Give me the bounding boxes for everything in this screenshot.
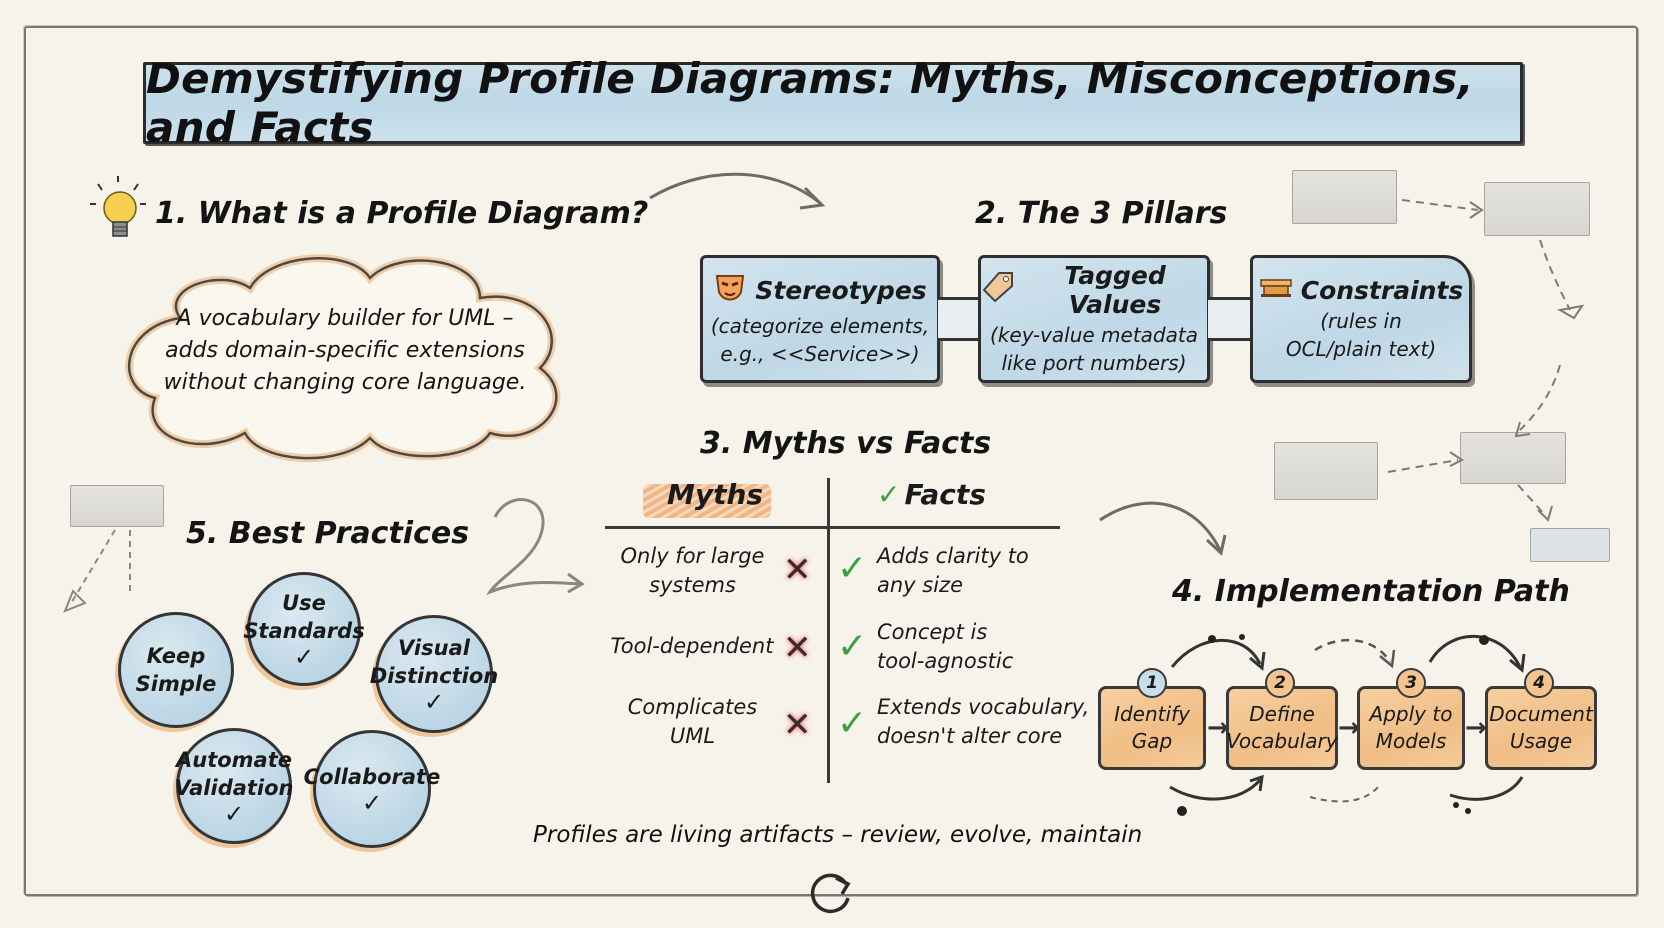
checkmark-icon: ✓	[293, 643, 315, 671]
scribble-two-arrow-decoration	[486, 498, 585, 596]
flow-arcs-decoration	[1170, 634, 1526, 673]
practice-collaborate: Collaborate ✓	[304, 730, 440, 848]
step-number-badge: 1	[1137, 668, 1167, 698]
ghost-box	[1274, 442, 1378, 500]
section3-heading: 3. Myths vs Facts	[700, 426, 992, 461]
pillar-connector	[938, 297, 982, 341]
ghost-box	[1530, 528, 1610, 562]
arrow-right-icon: →	[1207, 713, 1229, 743]
refresh-cycle-icon	[806, 866, 858, 922]
definition-text: A vocabulary builder for UML – adds doma…	[163, 306, 527, 395]
lightbulb-icon	[88, 176, 150, 252]
check-icon: ✓	[837, 548, 868, 589]
practice-use-standards: Use Standards ✓	[243, 572, 365, 686]
page-title: Demystifying Profile Diagrams: Myths, Mi…	[146, 54, 1474, 152]
section4-heading: 4. Implementation Path	[1172, 574, 1570, 609]
footer-note: Profiles are living artifacts – review, …	[533, 822, 1143, 848]
mask-icon	[713, 270, 747, 310]
curved-arrow-decoration	[649, 172, 826, 210]
x-mark-icon: ✕	[783, 705, 812, 745]
practice-visual-distinction: Visual Distinction ✓	[370, 615, 498, 733]
check-icon: ✓	[877, 478, 901, 511]
step-number-badge: 3	[1396, 668, 1426, 698]
dashed-arrows-decoration	[1387, 199, 1585, 522]
bench-icon	[1259, 276, 1293, 305]
check-icon: ✓	[837, 626, 868, 667]
x-mark-icon: ✕	[783, 628, 812, 668]
pillar-constraints: Constraints (rules in OCL/plain text)	[1250, 255, 1472, 383]
flow-arcs-decoration	[1169, 775, 1524, 816]
pillar-stereotypes: Stereotypes (categorize elements, e.g., …	[700, 255, 940, 383]
dashed-arrows-decoration	[63, 529, 131, 613]
ghost-box	[1460, 432, 1566, 484]
practice-automate-validation: Automate Validation ✓	[175, 728, 294, 844]
practice-keep-simple: Keep Simple	[118, 612, 234, 728]
section1-heading: 1. What is a Profile Diagram?	[155, 196, 649, 231]
check-icon: ✓	[837, 703, 868, 744]
myths-column-header: Myths	[667, 478, 764, 511]
ghost-box	[1484, 182, 1590, 236]
step-number-badge: 2	[1265, 668, 1295, 698]
title-banner: Demystifying Profile Diagrams: Myths, Mi…	[143, 54, 1523, 152]
table-divider	[827, 478, 830, 783]
facts-column-header: ✓ Facts	[877, 478, 986, 511]
myths-highlight	[643, 484, 771, 518]
checkmark-icon: ✓	[423, 688, 445, 716]
tag-icon	[981, 270, 1015, 310]
x-mark-icon: ✕	[783, 550, 812, 590]
checkmark-icon: ✓	[223, 800, 245, 828]
arrow-right-icon: →	[1465, 713, 1487, 743]
arrow-right-icon: →	[1338, 713, 1360, 743]
section5-heading: 5. Best Practices	[186, 516, 470, 551]
curved-arrow-decoration	[1099, 501, 1227, 556]
ghost-box	[1292, 170, 1397, 224]
step-number-badge: 4	[1524, 668, 1554, 698]
sketch-frame	[24, 26, 1638, 896]
section2-heading: 2. The 3 Pillars	[975, 196, 1228, 231]
pillar-tagged-values: Tagged Values (key-value metadata like p…	[978, 255, 1210, 383]
table-divider	[605, 526, 1060, 529]
definition-cloud: A vocabulary builder for UML – adds doma…	[120, 248, 570, 468]
ghost-box	[70, 485, 164, 527]
pillar-connector	[1208, 297, 1252, 341]
checkmark-icon: ✓	[361, 789, 383, 817]
